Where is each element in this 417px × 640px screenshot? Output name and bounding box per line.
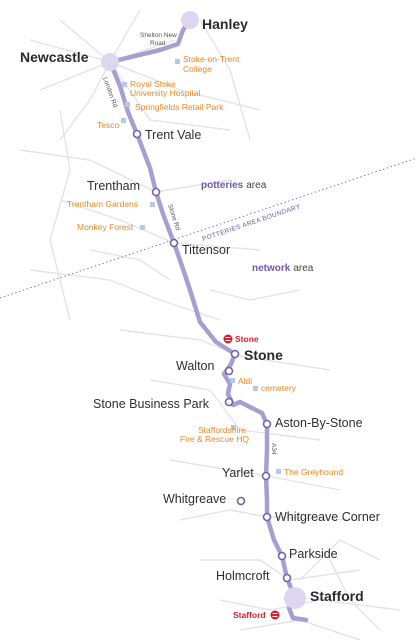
potteries-area-boundary <box>0 157 417 299</box>
stop-walton <box>224 366 234 376</box>
road-shelton-2: Road <box>150 40 166 47</box>
poi-fire-rescue-2: Fire & Rescue HQ <box>180 434 249 444</box>
stop-trentham <box>151 187 161 197</box>
poi-stoke-college-2: College <box>183 64 212 74</box>
town-newcastle: Newcastle <box>20 49 89 65</box>
town-hanley: Hanley <box>202 16 248 32</box>
poi-royal-stoke-2: University Hospital <box>130 88 200 98</box>
poi-markers <box>121 59 281 474</box>
poi-royal-stoke-1: Royal Stoke <box>130 79 176 89</box>
stop-whitgreave-corner <box>262 512 272 522</box>
label-yarlet: Yarlet <box>222 466 254 480</box>
label-whitgreave: Whitgreave <box>163 492 226 506</box>
label-trentham: Trentham <box>87 179 140 193</box>
stop-trent-vale <box>132 129 142 139</box>
label-walton: Walton <box>176 359 214 373</box>
stop-whitgreave <box>236 496 246 506</box>
poi-fire-rescue-1: Staffordshire <box>198 425 246 435</box>
stop-markers <box>132 129 292 583</box>
poi-trentham-gardens: Trentham Gardens <box>67 199 138 209</box>
national-rail-icon <box>223 334 233 344</box>
poi-tesco: Tesco <box>97 120 119 130</box>
stop-stone <box>230 349 240 359</box>
label-whitgreave-corner: Whitgreave Corner <box>275 510 380 524</box>
road-a34: A34 <box>270 443 277 455</box>
bus-route-line <box>107 17 309 623</box>
poi-stoke-college-1: Stoke-on-Trent <box>183 54 240 64</box>
label-stone-business-park: Stone Business Park <box>93 397 210 411</box>
stop-yarlet <box>261 471 271 481</box>
poi-aldi: Aldi <box>238 376 252 386</box>
poi-greyhound: The Greyhound <box>284 467 343 477</box>
town-stone: Stone <box>244 347 283 363</box>
stop-stone-business-park <box>224 397 234 407</box>
newcastle-dot <box>101 53 119 71</box>
stop-parkside <box>277 551 287 561</box>
poi-springfields: Springfields Retail Park <box>135 102 224 112</box>
road-shelton-1: Shelton New <box>140 32 177 39</box>
boundary-label: POTTERIES AREA BOUNDARY <box>201 203 301 243</box>
poi-cemetery: cemetery <box>261 383 297 393</box>
stop-aston-by-stone <box>262 419 272 429</box>
national-rail-icon <box>270 610 280 620</box>
stop-tittensor <box>169 238 179 248</box>
stafford-dot <box>284 587 306 609</box>
stone-station-label: Stone <box>235 334 259 344</box>
poi-monkey-forest: Monkey Forest <box>77 222 134 232</box>
town-stafford: Stafford <box>310 588 364 604</box>
label-aston-by-stone: Aston-By-Stone <box>275 416 363 430</box>
stafford-station-label: Stafford <box>233 610 266 620</box>
label-parkside: Parkside <box>289 547 338 561</box>
label-tittensor: Tittensor <box>182 243 230 257</box>
hanley-dot <box>181 11 199 29</box>
label-trent-vale: Trent Vale <box>145 128 201 142</box>
label-holmcroft: Holmcroft <box>216 569 270 583</box>
stop-holmcroft <box>282 573 292 583</box>
